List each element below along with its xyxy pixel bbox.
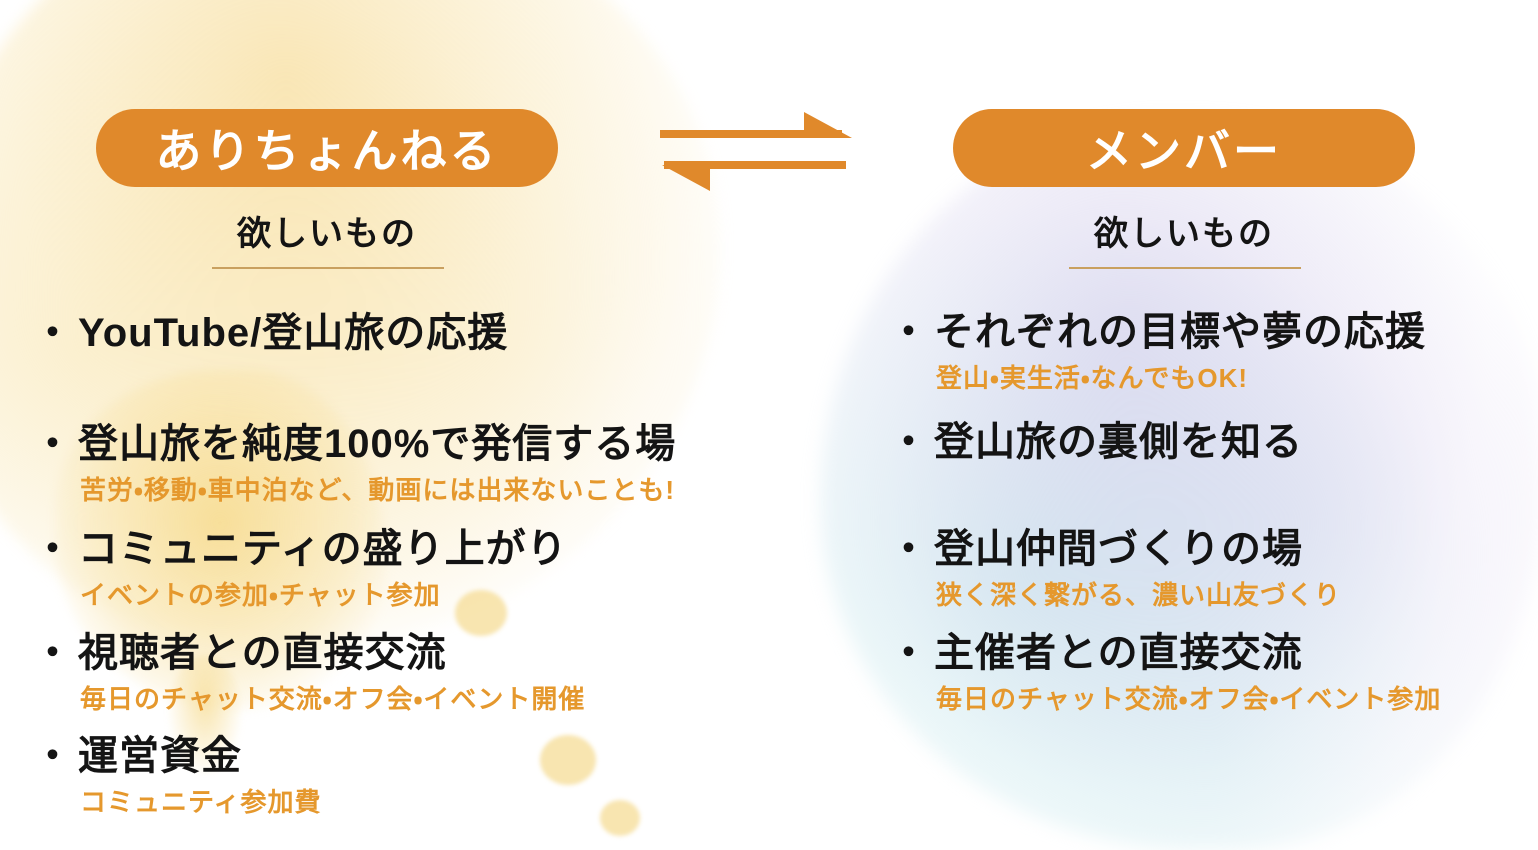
list-item: ・コミュニティの盛り上がり イベントの参加・チャット参加 bbox=[28, 526, 568, 611]
item-note: 登山・実生活・なんでもOK! bbox=[936, 363, 1249, 393]
bullet-icon: ・ bbox=[888, 631, 930, 675]
list-item: ・YouTube/登山旅の応援 bbox=[28, 310, 508, 356]
channel-wants-list: ・YouTube/登山旅の応援 ・登山旅を純度100%で発信する場 苦労・移動・… bbox=[28, 0, 798, 850]
member-wants-list: ・それぞれの目標や夢の応援 登山・実生活・なんでもOK! ・登山旅の裏側を知る … bbox=[884, 0, 1524, 850]
bullet-icon: ・ bbox=[32, 311, 74, 355]
bullet-icon: ・ bbox=[32, 527, 74, 571]
item-label: 登山旅の裏側を知る bbox=[934, 420, 1303, 464]
item-note: 狭く深く繋がる、濃い山友づくり bbox=[936, 580, 1342, 610]
item-note: 毎日のチャット交流・オフ会・イベント参加 bbox=[936, 684, 1442, 714]
item-note: 苦労・移動・車中泊など、動画には出来ないことも! bbox=[80, 475, 676, 505]
item-label: YouTube/登山旅の応援 bbox=[78, 311, 509, 355]
list-item: ・登山旅を純度100%で発信する場 苦労・移動・車中泊など、動画には出来ないこと… bbox=[28, 421, 676, 506]
bullet-icon: ・ bbox=[32, 734, 74, 778]
bullet-icon: ・ bbox=[32, 422, 74, 466]
bullet-icon: ・ bbox=[888, 527, 930, 571]
item-label: それぞれの目標や夢の応援 bbox=[934, 310, 1426, 354]
item-note: コミュニティ参加費 bbox=[80, 787, 322, 817]
list-item: ・登山仲間づくりの場 狭く深く繋がる、濃い山友づくり bbox=[884, 526, 1341, 611]
item-label: 登山仲間づくりの場 bbox=[934, 527, 1303, 571]
bullet-icon: ・ bbox=[888, 310, 930, 354]
item-label: 視聴者との直接交流 bbox=[78, 631, 447, 675]
bullet-icon: ・ bbox=[888, 420, 930, 464]
item-note: 毎日のチャット交流・オフ会・イベント開催 bbox=[80, 684, 586, 714]
list-item: ・主催者との直接交流 毎日のチャット交流・オフ会・イベント参加 bbox=[884, 630, 1441, 715]
item-label: 登山旅を純度100%で発信する場 bbox=[78, 422, 677, 466]
bullet-icon: ・ bbox=[32, 631, 74, 675]
item-label: 運営資金 bbox=[78, 734, 242, 778]
item-label: 主催者との直接交流 bbox=[934, 631, 1303, 675]
item-note: イベントの参加・チャット参加 bbox=[80, 580, 441, 610]
list-item: ・それぞれの目標や夢の応援 登山・実生活・なんでもOK! bbox=[884, 309, 1426, 394]
list-item: ・登山旅の裏側を知る bbox=[884, 419, 1303, 465]
item-label: コミュニティの盛り上がり bbox=[78, 527, 568, 571]
list-item: ・運営資金 コミュニティ参加費 bbox=[28, 733, 321, 818]
list-item: ・視聴者との直接交流 毎日のチャット交流・オフ会・イベント開催 bbox=[28, 630, 585, 715]
